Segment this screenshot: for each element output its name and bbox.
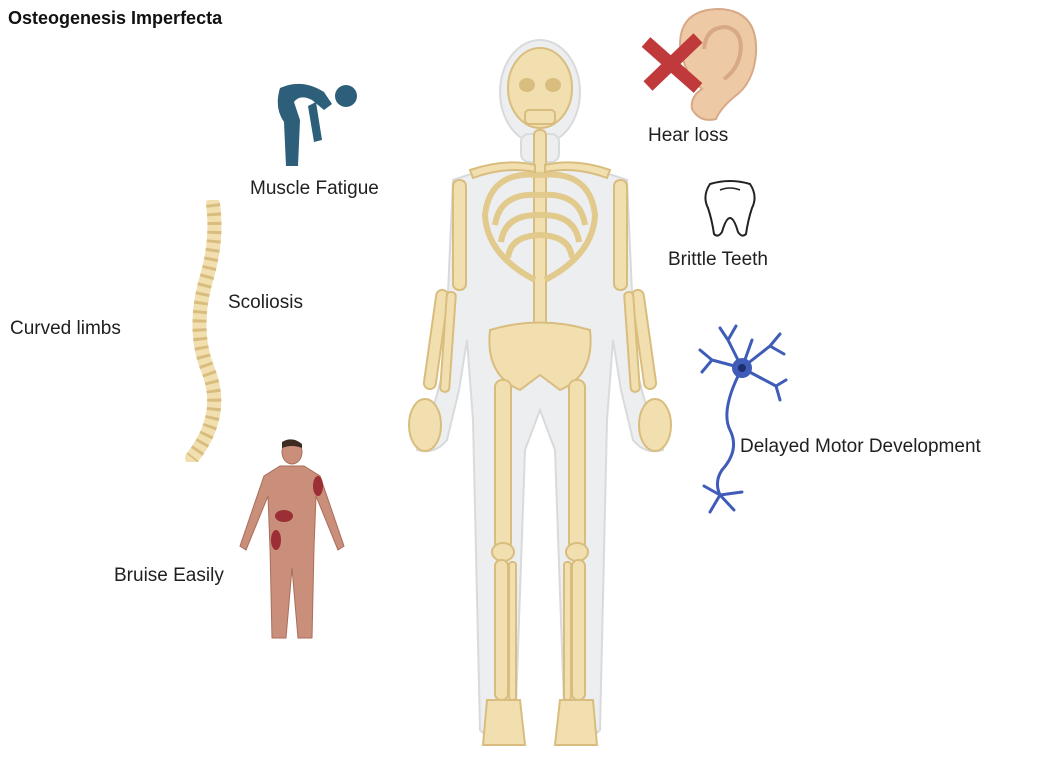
curved-limbs-label: Curved limbs bbox=[10, 318, 121, 340]
tooth-icon bbox=[700, 178, 760, 240]
hear-loss-label: Hear loss bbox=[648, 125, 728, 147]
spine-icon bbox=[178, 200, 238, 462]
neuron-icon bbox=[690, 320, 790, 520]
bruise-easily-label: Bruise Easily bbox=[114, 565, 224, 587]
diagram-title: Osteogenesis Imperfecta bbox=[8, 8, 222, 29]
brittle-teeth-label: Brittle Teeth bbox=[668, 249, 768, 271]
delayed-motor-development-label: Delayed Motor Development bbox=[740, 436, 981, 458]
bruised-person-icon bbox=[234, 438, 350, 643]
scoliosis-label: Scoliosis bbox=[228, 292, 303, 314]
skull-icon bbox=[508, 48, 572, 128]
fatigued-person-icon bbox=[272, 78, 362, 170]
muscle-fatigue-label: Muscle Fatigue bbox=[250, 178, 379, 200]
skeleton-figure bbox=[395, 30, 685, 765]
cross-icon bbox=[640, 32, 706, 94]
